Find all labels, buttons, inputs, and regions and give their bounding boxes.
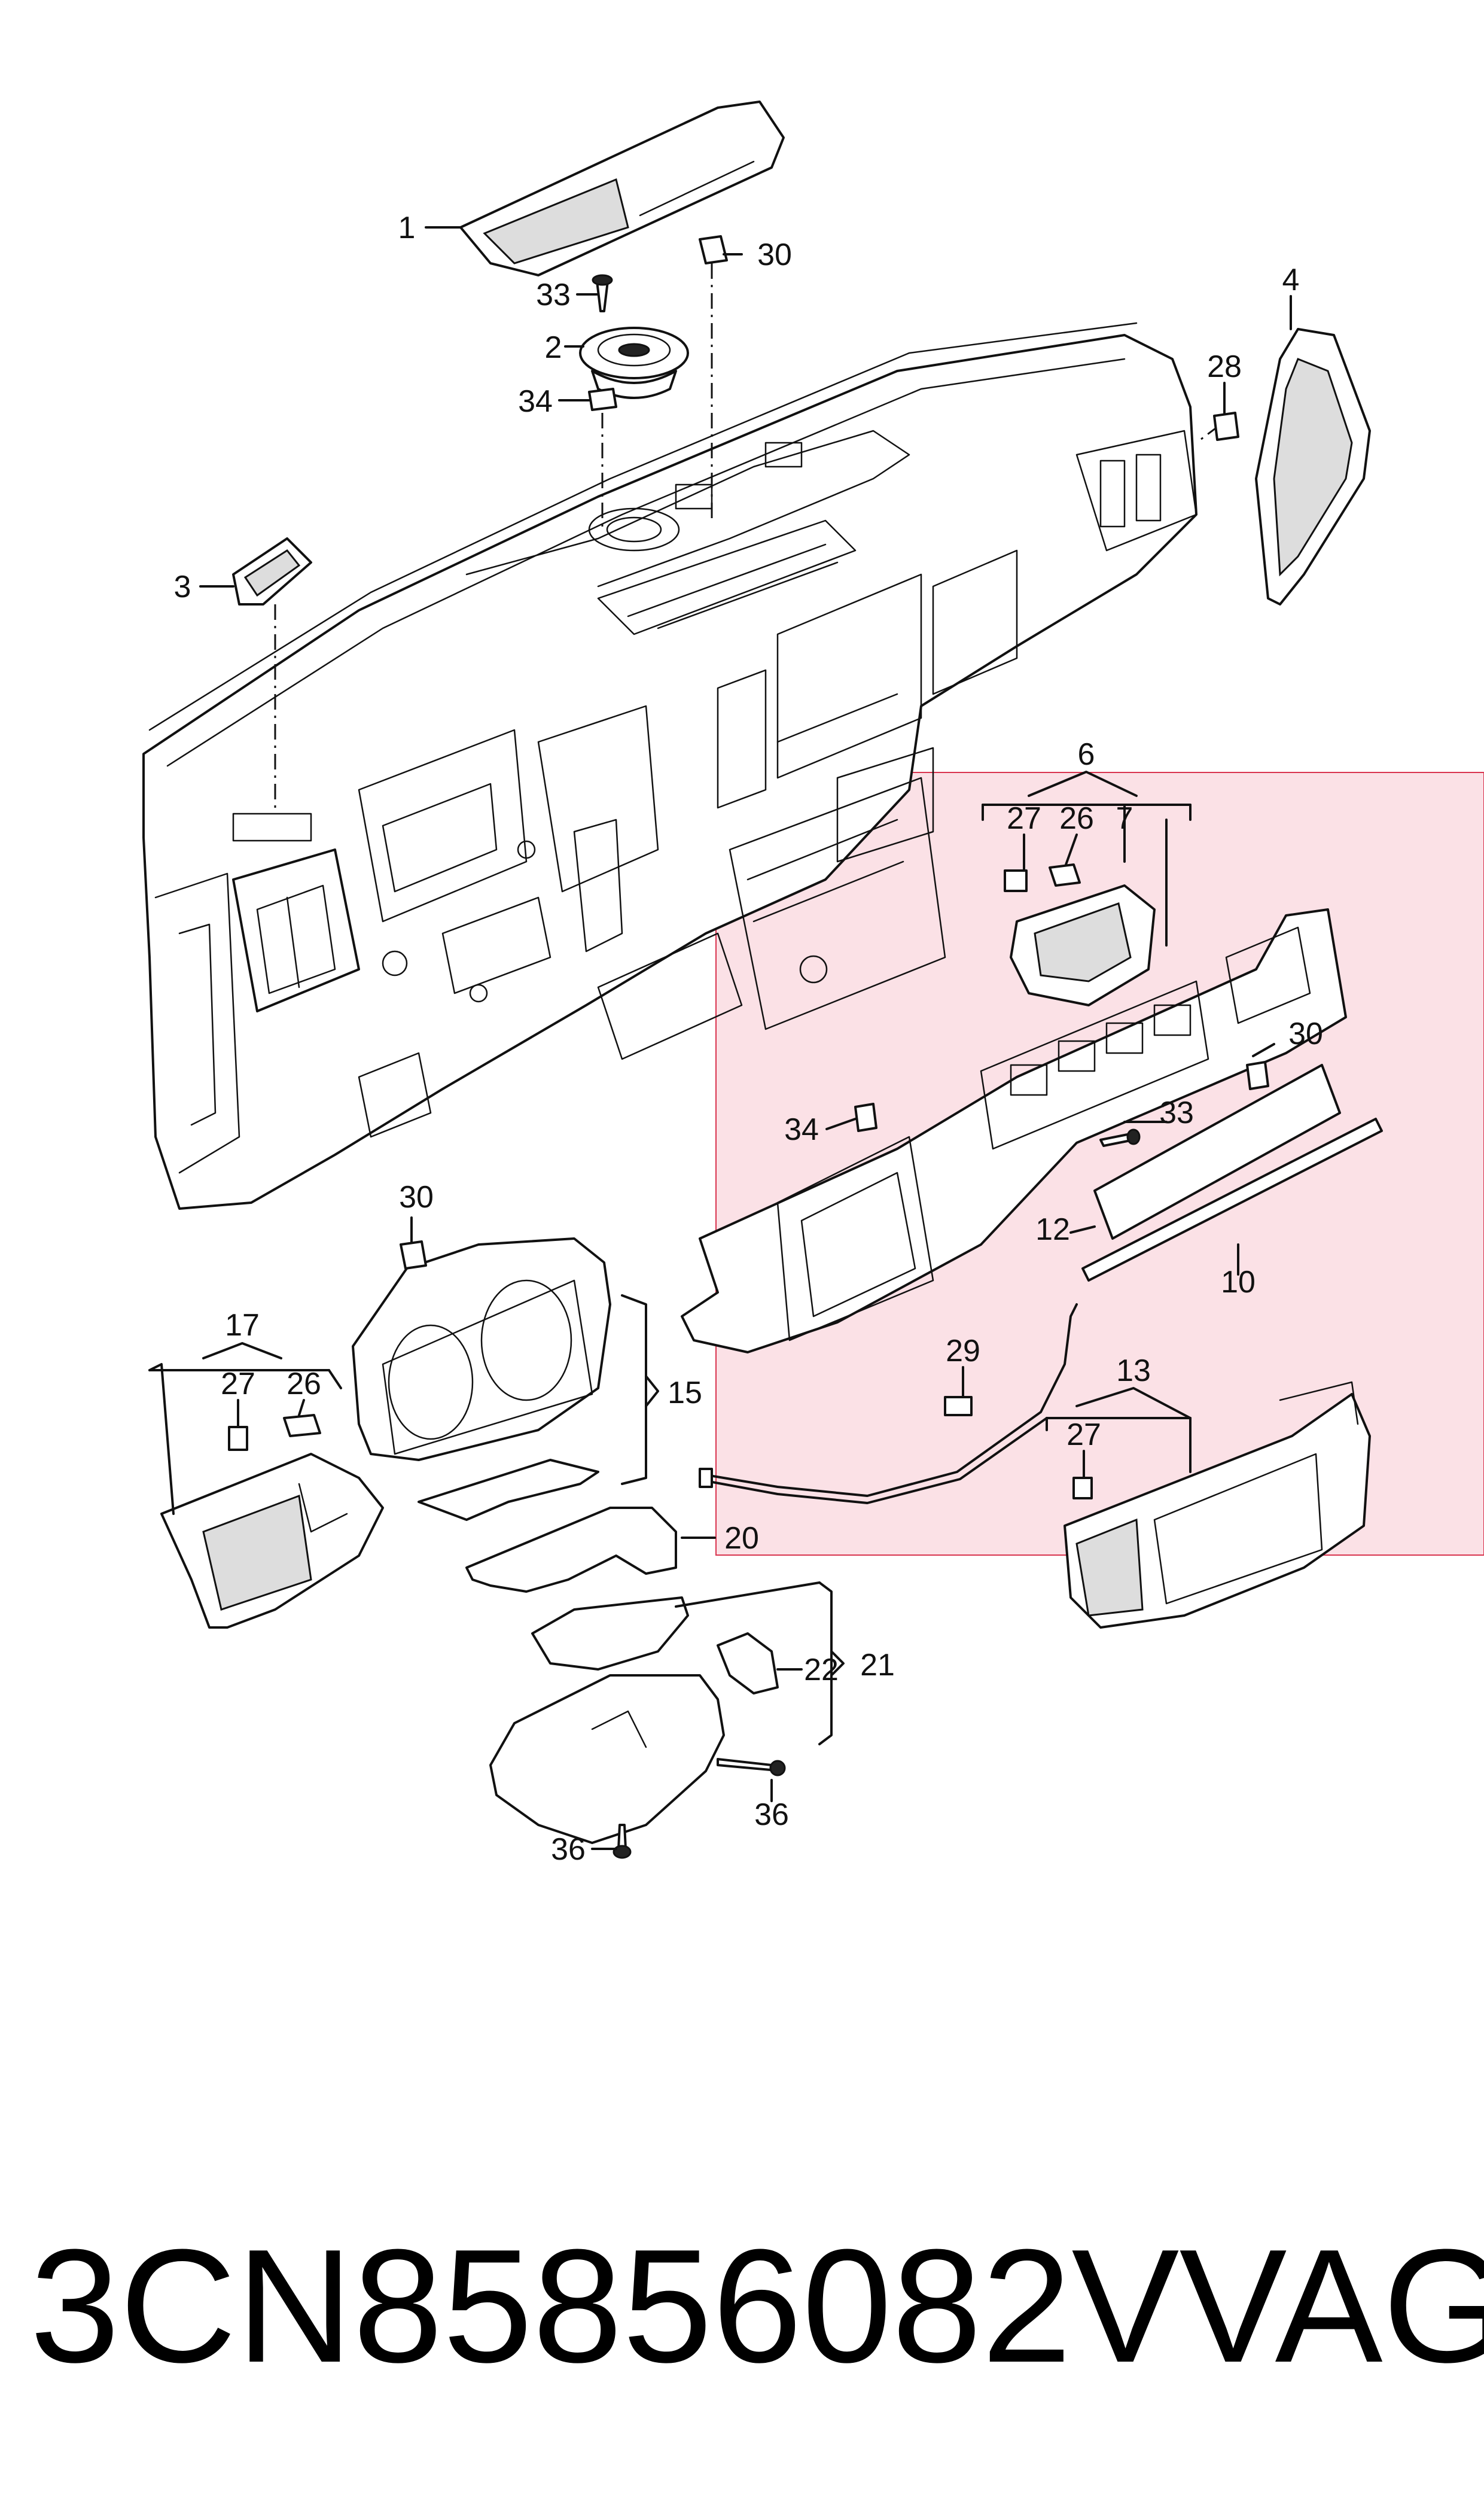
callout-33-b: 33: [1159, 1096, 1194, 1130]
part-34-clip-mid: [854, 1103, 877, 1132]
part-21-lower-shroud: [489, 1674, 725, 1844]
callout-34-a: 34: [518, 384, 553, 419]
callout-33-a: 33: [536, 278, 571, 312]
callout-34-b: 34: [784, 1112, 819, 1147]
part-27-clip-c: [1072, 1477, 1093, 1499]
part-30-clip-right: [1246, 1061, 1269, 1090]
part-22-bracket: [717, 1632, 779, 1694]
part-15-instrument-cluster: [352, 1237, 611, 1521]
part-26-clip-a: [1049, 863, 1081, 887]
callout-30-c: 30: [399, 1180, 434, 1215]
part-36-screw-b: [613, 1824, 632, 1859]
callout-1: 1: [398, 211, 416, 245]
part-27-clip-a: [1004, 869, 1028, 892]
part-3-vent: [232, 537, 312, 606]
part-21-upper-shroud: [531, 1596, 689, 1671]
callout-26-b: 26: [287, 1367, 321, 1401]
callout-36-a: 36: [754, 1797, 789, 1832]
callout-27-a: 27: [1007, 801, 1041, 836]
part-20-column-trim: [465, 1507, 677, 1593]
part-33-screw-mid: [1099, 1128, 1141, 1147]
callout-27-c: 27: [1066, 1417, 1101, 1452]
brand-name: VAG: [1179, 2216, 1484, 2396]
part-number: 3CN85856082V: [30, 2216, 1180, 2396]
callout-30-a: 30: [757, 238, 792, 272]
part-28-clip: [1213, 412, 1239, 441]
callout-2: 2: [545, 330, 562, 365]
callout-12: 12: [1035, 1212, 1070, 1247]
part-7-vent: [1010, 884, 1156, 1006]
callout-13: 13: [1116, 1353, 1151, 1388]
part-1-speaker-cover: [459, 101, 785, 276]
part-17-vent: [160, 1453, 384, 1629]
wiring-harness: [699, 1303, 1078, 1504]
callout-29: 29: [946, 1334, 980, 1368]
callout-7: 7: [1116, 801, 1133, 836]
callout-17: 17: [225, 1308, 260, 1343]
callout-26-a: 26: [1059, 801, 1094, 836]
callout-30-b: 30: [1288, 1017, 1323, 1051]
part-4-side-grille: [1255, 328, 1371, 606]
callout-10: 10: [1221, 1265, 1256, 1300]
callout-22: 22: [804, 1653, 839, 1687]
callout-15: 15: [668, 1376, 702, 1410]
part-30-clip-cluster: [400, 1240, 427, 1270]
footer: 3CN85856082V VAG: [30, 2208, 1484, 2405]
callout-20: 20: [724, 1521, 759, 1556]
part-13-vent: [1064, 1381, 1371, 1629]
leader-lines: [148, 226, 1292, 1850]
part-29-clip: [944, 1396, 973, 1416]
dashboard-carrier: [142, 322, 1197, 1210]
part-26-clip-b: [283, 1414, 321, 1437]
part-10-strip: [1081, 1118, 1383, 1282]
part-27-clip-b: [228, 1426, 248, 1451]
part-34-clip-top: [588, 388, 617, 411]
callout-6: 6: [1078, 737, 1095, 772]
callout-labels: 1 2 3 4 6 7 10 12 13 15 17 20 21 22 26 2…: [174, 211, 1323, 1867]
part-2-speaker: [579, 327, 689, 399]
part-33-screw-top: [592, 274, 613, 312]
callout-3: 3: [174, 570, 191, 604]
callout-36-b: 36: [551, 1832, 586, 1867]
callout-28: 28: [1207, 349, 1242, 384]
callout-21: 21: [860, 1648, 895, 1683]
callout-27-b: 27: [221, 1367, 255, 1401]
part-36-screw-a: [717, 1758, 786, 1776]
part-30-clip-top: [699, 235, 728, 264]
part-6-trim-panel: [681, 908, 1347, 1353]
part-12-trim-strip: [1093, 1064, 1341, 1240]
callout-4: 4: [1282, 263, 1300, 297]
